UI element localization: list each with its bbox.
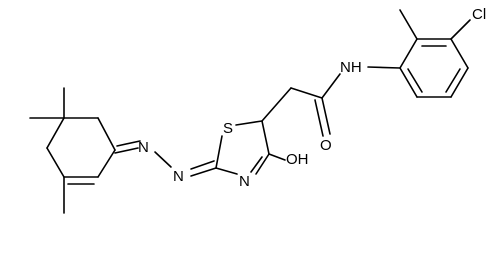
bond	[190, 160, 215, 170]
bond	[97, 117, 116, 151]
bond	[321, 97, 331, 135]
bond	[445, 68, 461, 93]
azine-nitrogen-1-label: N	[173, 168, 184, 185]
hydroxyl-label: OH	[286, 151, 309, 168]
bond	[261, 87, 292, 122]
bond	[116, 140, 141, 147]
bond	[97, 149, 116, 178]
bonds	[29, 9, 471, 214]
bond	[215, 135, 223, 169]
bond	[215, 167, 238, 175]
bond	[261, 120, 270, 155]
bond	[399, 9, 418, 40]
amide-oxygen-label: O	[320, 137, 332, 154]
bond	[268, 153, 286, 161]
azine-nitrogen-2-label: N	[138, 139, 149, 156]
ring-nitrogen-label: N	[239, 173, 250, 190]
bond	[367, 66, 401, 69]
bond	[399, 38, 418, 69]
bond	[290, 87, 323, 99]
bond	[450, 19, 471, 40]
bond	[321, 73, 341, 99]
bond	[450, 67, 469, 98]
bond	[190, 167, 217, 177]
bond	[114, 147, 139, 154]
bond	[399, 67, 418, 98]
bond	[450, 38, 469, 69]
bond	[235, 120, 263, 126]
amide-nh-label: NH	[340, 59, 362, 76]
bond	[255, 153, 270, 175]
bond	[407, 68, 423, 93]
ring-sulfur-label: S	[223, 120, 233, 137]
bond	[154, 151, 172, 168]
bond	[314, 99, 324, 137]
bond	[250, 156, 263, 173]
chlorine-label: Cl	[472, 6, 486, 23]
bond	[46, 147, 65, 178]
atom-labels: Cl NH O S N OH N N	[138, 6, 486, 190]
bond	[46, 117, 65, 149]
